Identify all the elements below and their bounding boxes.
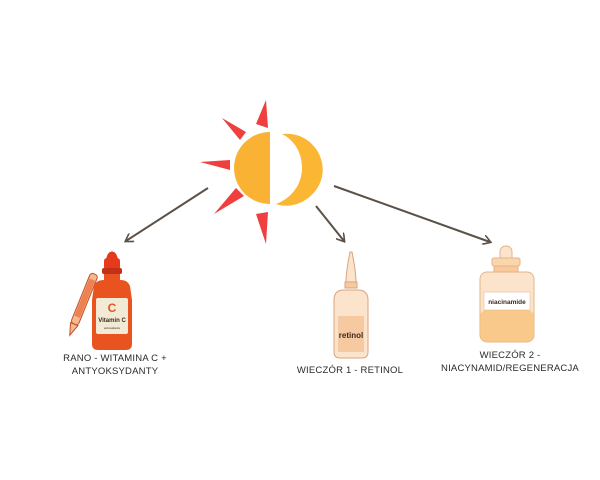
evening1-caption-line: WIECZÓR 1 - RETINOL (296, 365, 404, 376)
serum-bottle-icon: retinol (333, 251, 369, 359)
evening2-caption-line2: NIACYNAMID/REGENERACJA (441, 363, 579, 374)
sun-ray (222, 118, 246, 140)
morning-caption-line1: RANO - WITAMINA C + (63, 353, 167, 364)
evening2-caption: WIECZÓR 2 - NIACYNAMID/REGENERACJA (430, 349, 590, 375)
crescent-moon-icon (276, 133, 323, 206)
niacinamide-label: niacinamide (488, 299, 526, 306)
arrow-to-morning (126, 187, 209, 241)
sun-icon (200, 100, 270, 244)
sun-ray (200, 160, 230, 170)
morning-caption-line2: ANTYOKSYDANTY (71, 366, 159, 377)
vitamin-c-letter: C (108, 301, 117, 315)
vitamin-c-label: Vitamin C (98, 318, 126, 324)
sun-ray (256, 212, 268, 244)
sun-ray (256, 100, 268, 128)
sun-ray (214, 188, 244, 214)
dropper-bottle-icon: C Vitamin C antioxidants (69, 251, 132, 350)
dropper-jar-icon: niacinamide (479, 245, 535, 343)
evening1-caption: WIECZÓR 1 - RETINOL (280, 364, 420, 377)
retinol-label: retinol (339, 331, 363, 340)
evening2-caption-line1: WIECZÓR 2 - (479, 350, 541, 361)
morning-caption: RANO - WITAMINA C + ANTYOKSYDANTY (40, 352, 190, 378)
sun-disc (234, 132, 270, 204)
arrow-to-evening2 (333, 185, 490, 242)
vitamin-c-sublabel: antioxidants (104, 326, 121, 330)
arrow-to-evening1 (315, 205, 344, 241)
